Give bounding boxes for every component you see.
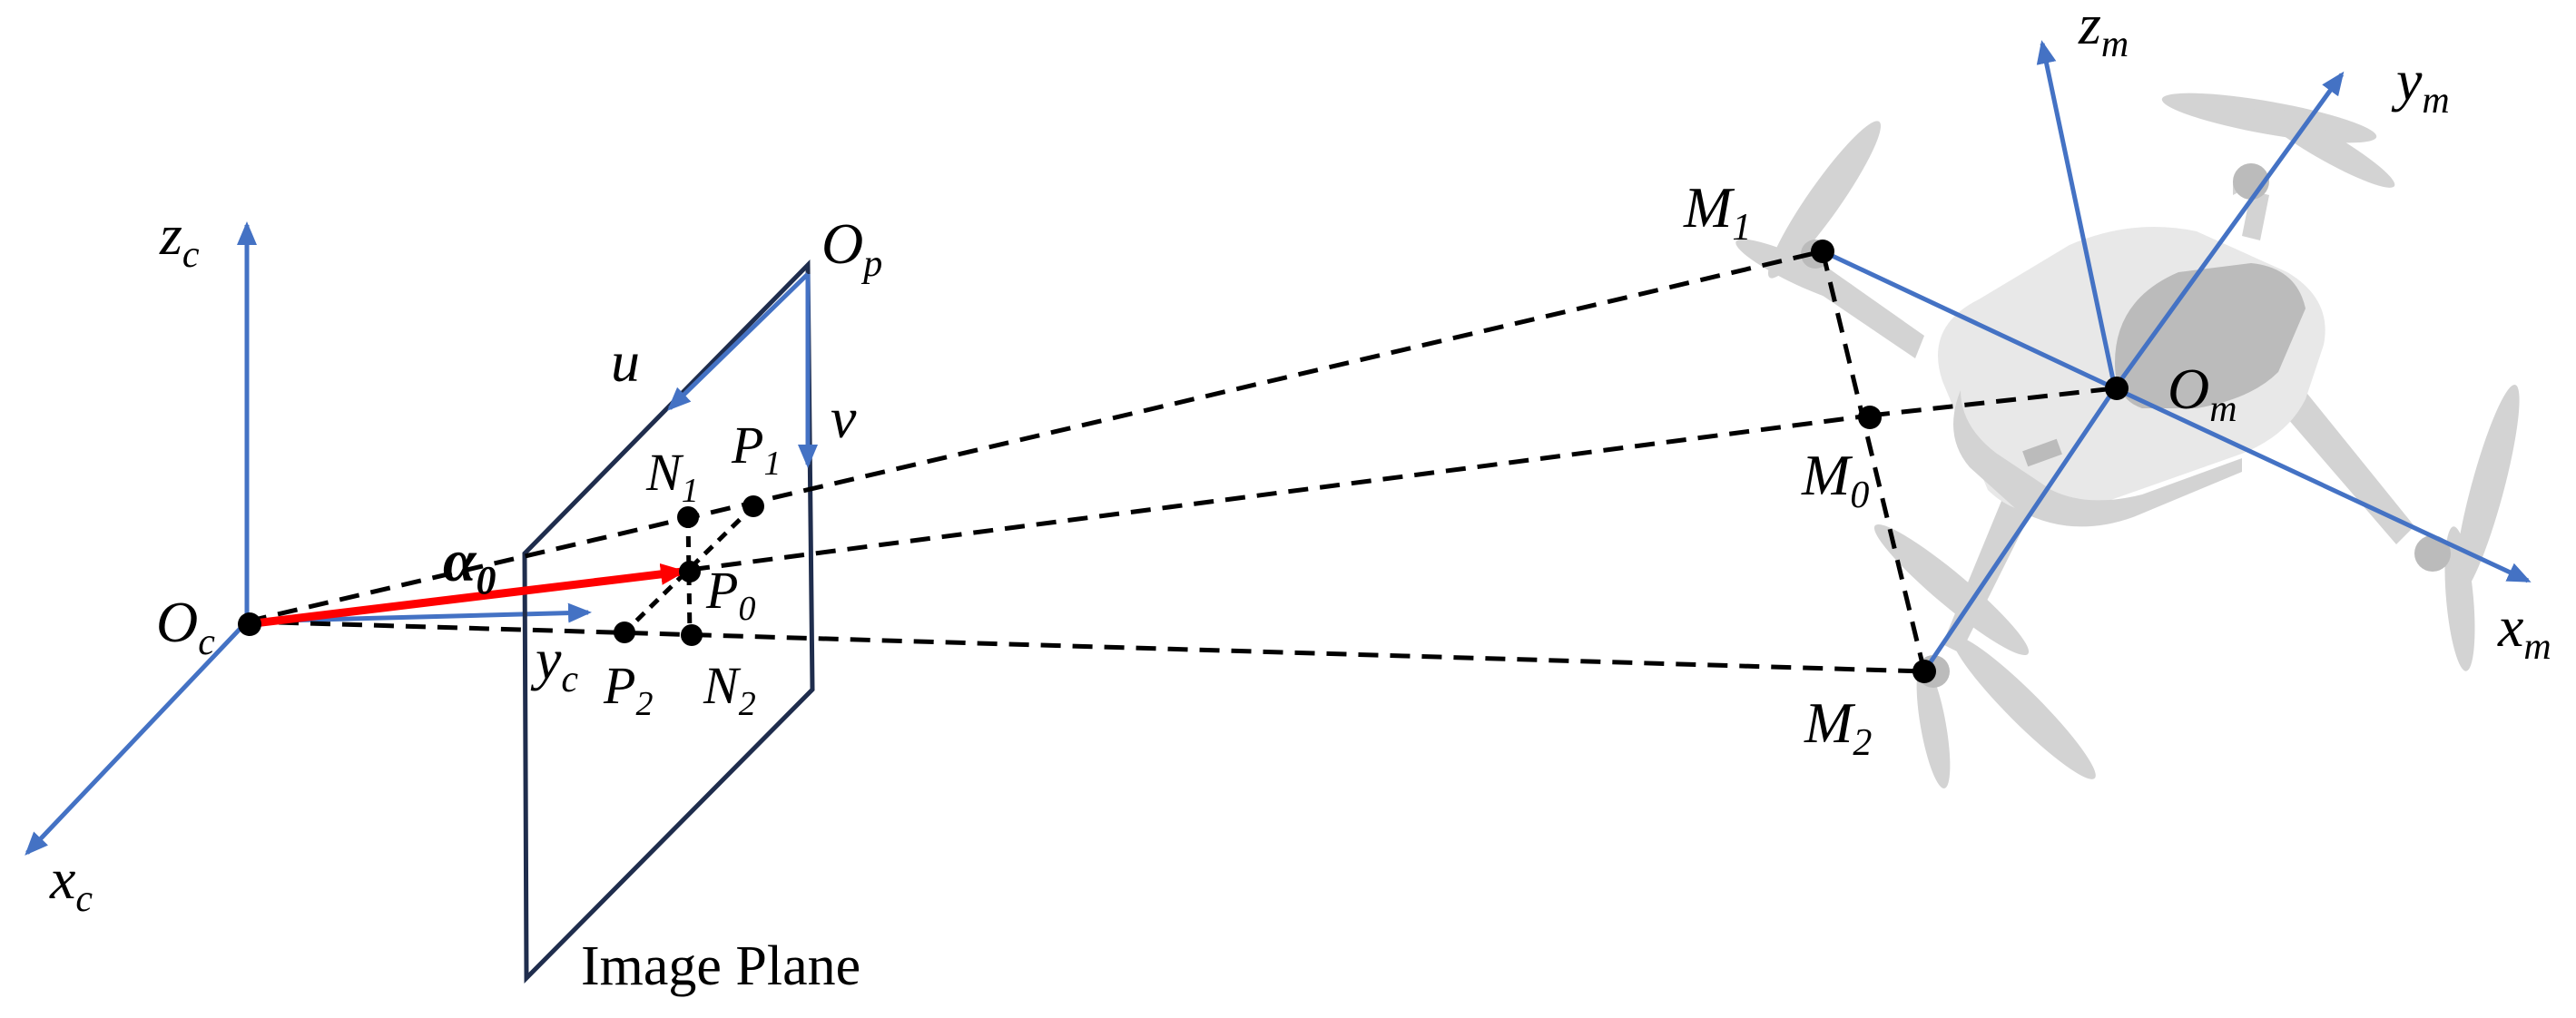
- label-m0: M0: [1801, 443, 1869, 516]
- label-n2: N2: [703, 656, 756, 723]
- n1-point: [677, 506, 699, 528]
- quadcopter-drone-image: [1735, 93, 2520, 788]
- image-plane-axes: [667, 272, 818, 468]
- m2-point: [1912, 660, 1936, 683]
- xc-axis: [25, 620, 249, 856]
- label-zc: zc: [159, 202, 200, 276]
- p2-point: [614, 622, 635, 643]
- label-xm: xm: [2497, 594, 2551, 668]
- zm-axis: [2036, 40, 2118, 389]
- m0-point: [1858, 406, 1882, 429]
- labels: Oc zc yc xc Op u v N1 P1 P0 P2 N2 α0 Ima…: [49, 0, 2551, 997]
- label-om: Om: [2168, 357, 2237, 430]
- alpha0-vector: [246, 563, 686, 629]
- ym-axis: [2112, 71, 2345, 390]
- ray-m0-om: [1869, 386, 2116, 418]
- n2-point: [681, 624, 703, 646]
- image-plane: [522, 259, 815, 984]
- label-op: Op: [821, 211, 882, 285]
- marker-frame: [1820, 40, 2532, 673]
- label-m2: M2: [1804, 690, 1872, 764]
- ray-to-m2: [246, 619, 1925, 674]
- p1-point: [742, 495, 764, 517]
- ray-to-m0: [689, 413, 1871, 573]
- label-alpha0: α0: [443, 528, 497, 602]
- u-axis: [667, 272, 810, 411]
- label-p2: P2: [603, 656, 653, 723]
- m1-point: [1811, 240, 1834, 263]
- label-zm: zm: [2078, 0, 2129, 65]
- label-m1: M1: [1683, 175, 1751, 249]
- camera-axes: [25, 221, 592, 856]
- label-oc: Oc: [156, 590, 215, 663]
- xm-axis: [2113, 386, 2532, 583]
- label-n1: N1: [645, 443, 699, 510]
- label-ym: ym: [2391, 48, 2450, 122]
- om-point: [2105, 377, 2129, 400]
- label-xc: xc: [49, 847, 93, 920]
- oc-point: [238, 612, 261, 636]
- ray-to-m1: [246, 249, 1824, 624]
- label-yc: yc: [530, 627, 578, 700]
- label-p0: P0: [705, 561, 755, 628]
- label-v: v: [831, 386, 857, 450]
- projection-rays: [246, 249, 2116, 674]
- label-p1: P1: [731, 416, 781, 483]
- points: [238, 240, 2129, 683]
- p0-point: [679, 561, 701, 582]
- label-image-plane: Image Plane: [581, 935, 860, 997]
- label-u: u: [611, 329, 640, 394]
